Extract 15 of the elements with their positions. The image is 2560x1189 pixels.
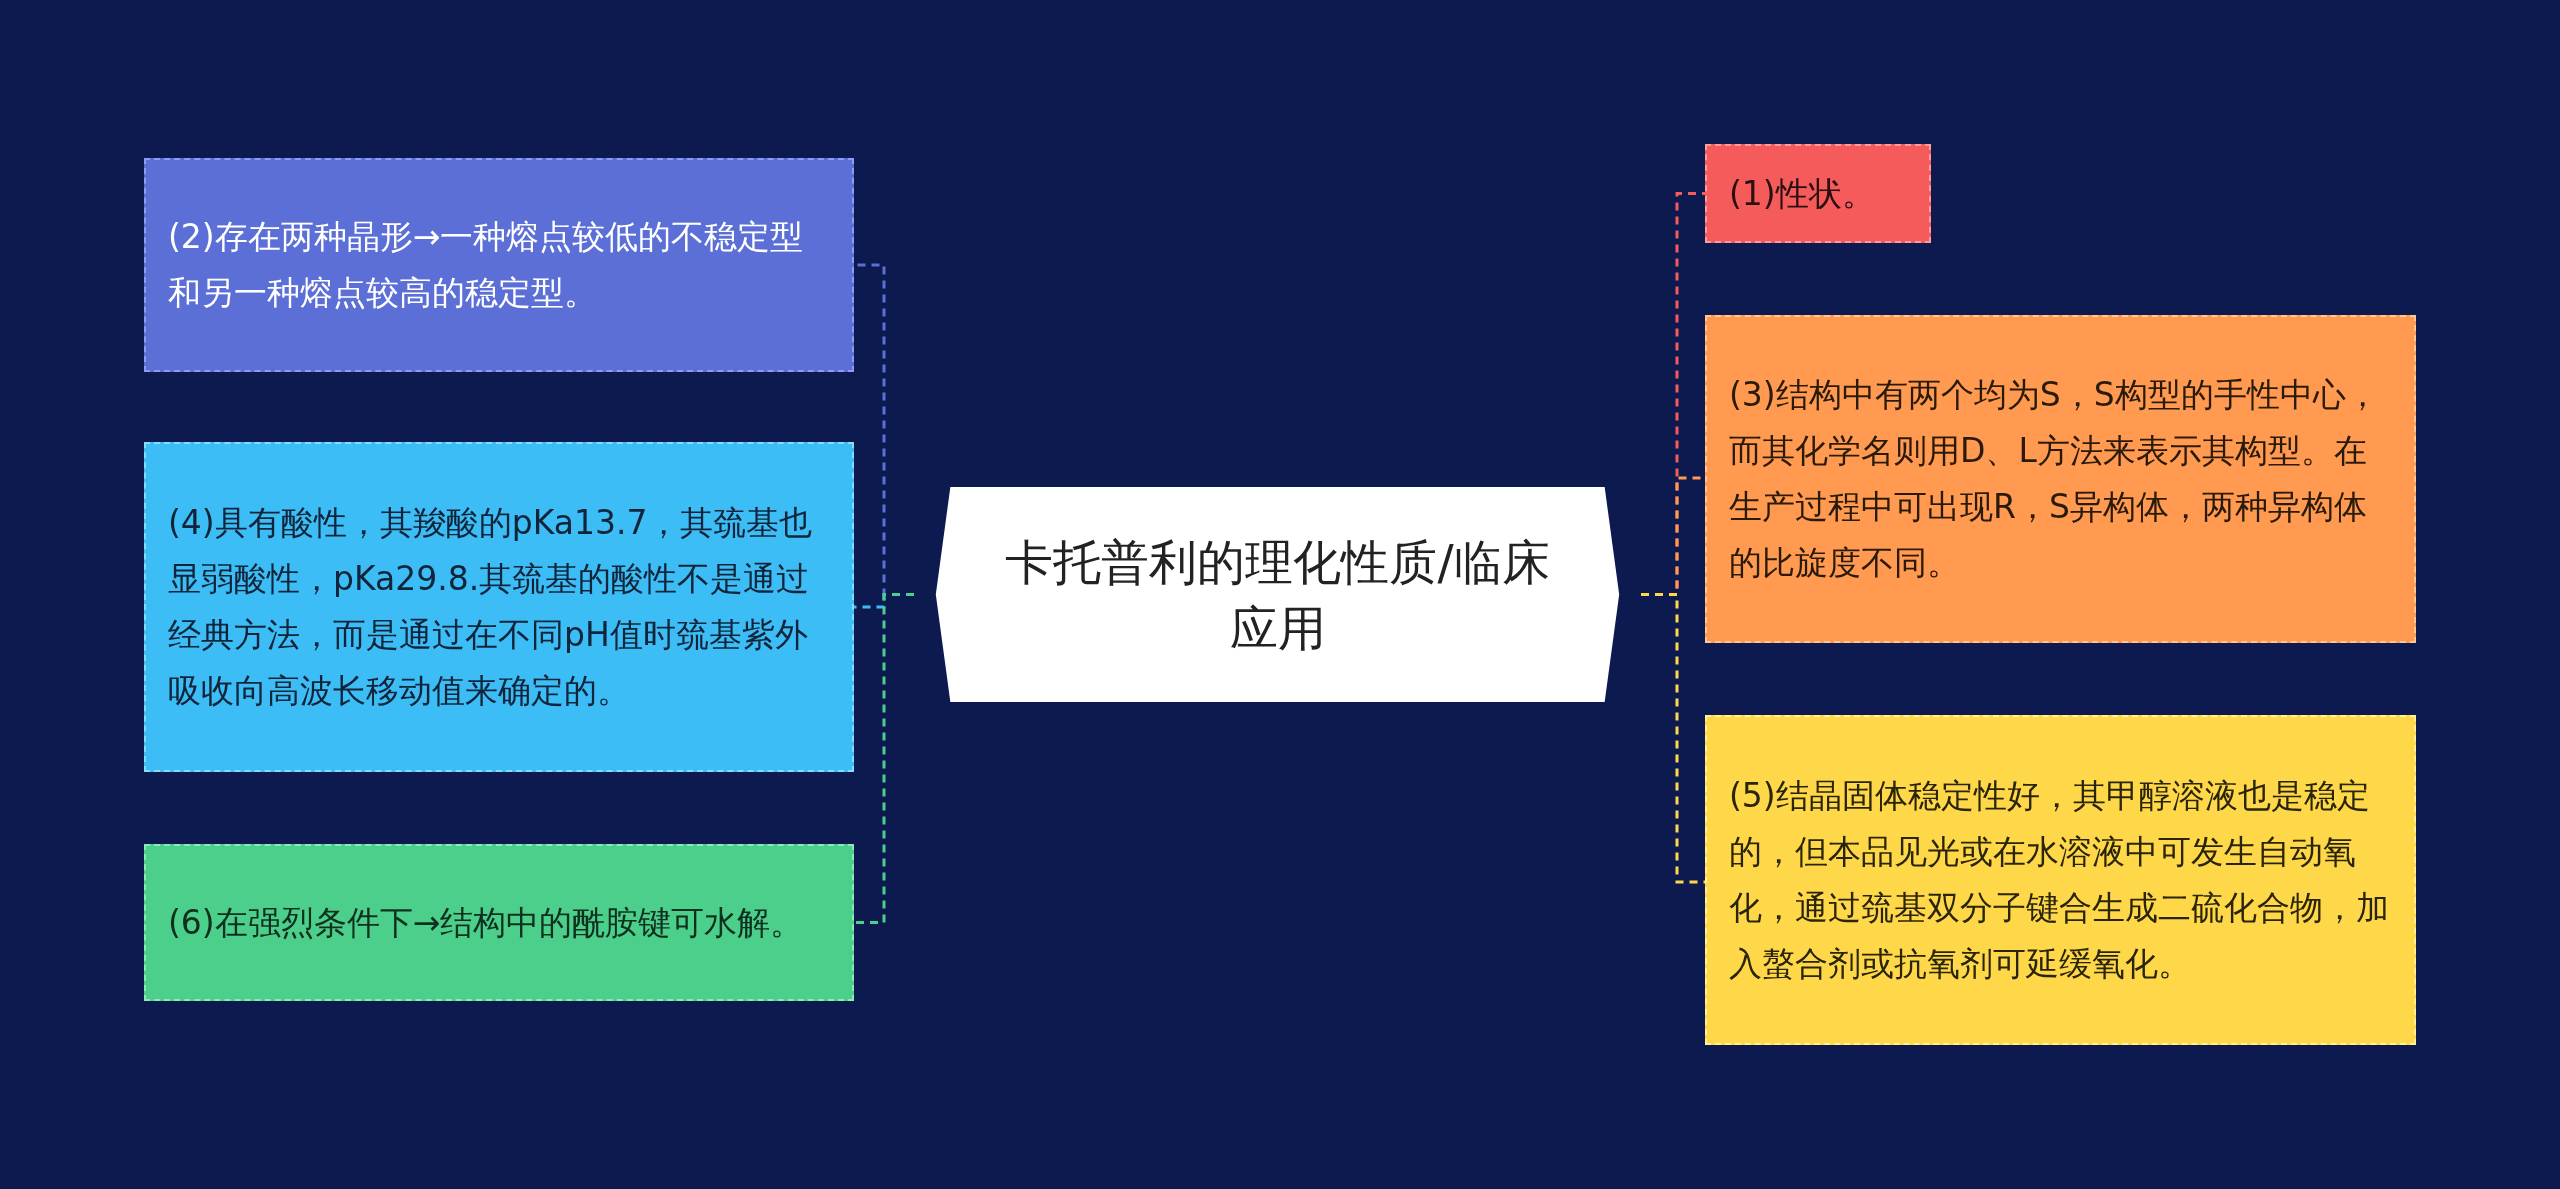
- topic-card: [1705, 144, 1931, 243]
- connector-line: [854, 593, 914, 924]
- connector-line: [1641, 593, 1705, 884]
- topic-card: [144, 442, 854, 772]
- topic-text: (1)性状。: [1729, 172, 1876, 215]
- topic-card: [144, 844, 854, 1001]
- topic-text: (5)结晶固体稳定性好，其甲醇溶液也是稳定的，但本品见光或在水溶液中可发生自动氧化，通过巯基双分子键合生成二硫化合物，加入螯合剂或抗氧剂可延缓氧化。: [1729, 775, 2390, 985]
- topic-text: (3)结构中有两个均为S，S构型的手性中心，而其化学名则用D、L方法来表示其构型。在生产过程中可出现R，S异构体，两种异构体的比旋度不同。: [1729, 374, 2380, 584]
- topic-card: [1705, 315, 2416, 643]
- topic-text: (4)具有酸性，其羧酸的pKa13.7，其巯基也显弱酸性，pKa29.8.其巯基的酸性不是通过经典方法，而是通过在不同pH值时巯基紫外吸收向高波长移动值来确定的。: [168, 502, 814, 712]
- topic-text: 卡托普利的理化性质/临床应用: [1004, 532, 1551, 658]
- topic-text: (2)存在两种晶形→一种熔点较低的不稳定型和另一种熔点较高的稳定型。: [168, 216, 805, 314]
- topic-card: [144, 158, 854, 372]
- topic-card: [1705, 715, 2416, 1045]
- topic-text: (6)在强烈条件下→结构中的酰胺键可水解。: [168, 901, 805, 944]
